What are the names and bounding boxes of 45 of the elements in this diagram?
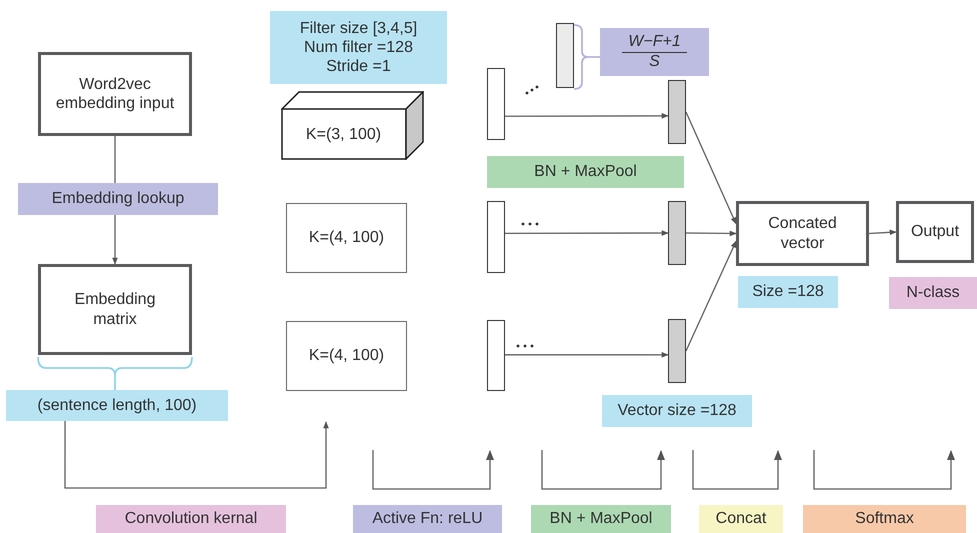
arrow [685,240,737,352]
arrow [505,230,669,236]
step-tag: Embedding lookup [18,183,218,215]
feature-map-bar [487,68,505,140]
feature-map-bar [487,320,505,391]
output-box [896,201,974,263]
node-label: Output [910,222,960,242]
class-tag: N-class [889,277,977,309]
stage-tag: Convolution kernal [96,505,286,533]
arrow [505,352,669,358]
formula-denominator: S [649,52,660,71]
pooled-vector-bar [668,319,686,383]
node-label: K=(3, 100) [306,124,382,144]
kernel-box [286,321,407,391]
size-tag: Size =128 [738,276,838,308]
arrow [868,230,897,236]
pooled-vector-bar [668,80,686,144]
formula-numerator: W−F+1 [622,33,687,52]
pooled-vector-bar [668,201,686,265]
connector-line [114,136,116,183]
size-tag: Vector size =128 [602,395,752,427]
arrow [686,230,737,236]
input-box [38,52,192,136]
node-label: K=(4, 100) [308,228,386,248]
feature-map-bar [487,201,505,273]
arrow [64,421,329,489]
node-label: Word2vec embedding input [54,74,176,114]
stage-tag: Active Fn: reLU [353,505,502,533]
feature-map-bar [556,23,574,88]
formula-tag [600,28,709,76]
parameter-tag: Filter size [3,4,5] Num filter =128 Stride =1 [270,11,447,84]
node-label: Concated vector [767,214,838,253]
stage-tag: Concat [699,505,783,533]
stage-tag: Softmax [803,505,966,533]
stage-tag: BN + MaxPool [531,505,671,533]
arrow [112,215,118,265]
arrow [685,112,737,224]
kernel-box [286,203,407,273]
dimension-tag: (sentence length, 100) [6,390,228,421]
concat-box [736,201,869,266]
arrow [505,113,669,119]
step-tag: BN + MaxPool [487,156,684,188]
matrix-box [38,264,192,355]
node-label: K=(4, 100) [308,346,386,366]
node-label: Embedding matrix [74,290,156,329]
